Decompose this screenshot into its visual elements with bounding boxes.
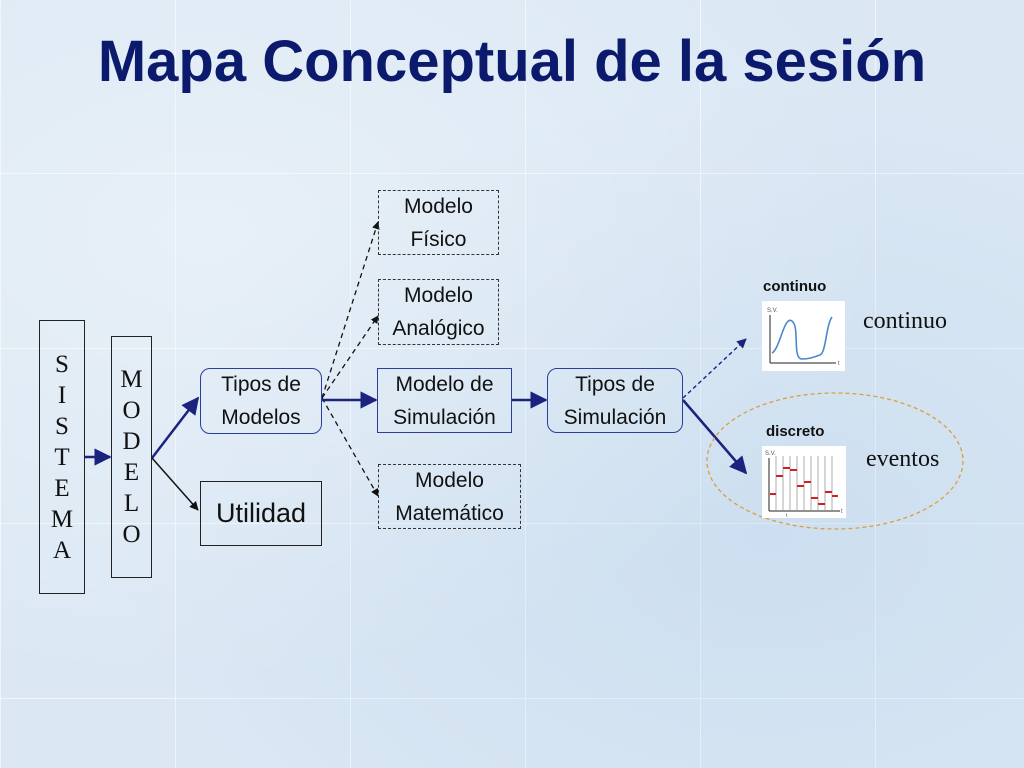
node-label: Tipos de Simulación <box>563 372 667 429</box>
node-label: Modelo de Simulación <box>393 372 496 429</box>
sistema-letter: E <box>54 474 70 502</box>
page-title: Mapa Conceptual de la sesión <box>97 29 927 94</box>
arrow-to-analogico <box>321 315 379 399</box>
continuo-header: continuo <box>763 278 827 295</box>
discreto-axis-x2: t <box>786 513 788 518</box>
arrow-to-continuo <box>682 338 747 399</box>
modelo-letter: O <box>122 521 141 548</box>
sistema-letter: T <box>54 443 70 471</box>
node-modelo-analogico: Modelo Analógico <box>378 279 499 345</box>
node-modelo-fisico: Modelo Físico <box>378 190 499 255</box>
discreto-header: discreto <box>766 423 825 440</box>
sistema-letter: A <box>52 536 72 564</box>
arrow-modelo-utilidad <box>151 457 199 511</box>
continuo-axis-x: t <box>838 361 840 367</box>
continuo-curve <box>771 316 833 360</box>
arrow-to-fisico <box>321 221 380 399</box>
modelo-letter: L <box>123 490 140 517</box>
node-label: Modelo Físico <box>404 194 473 251</box>
node-tipos-de-modelos: Tipos de Modelos <box>200 368 322 434</box>
node-label: Utilidad <box>215 498 307 528</box>
arrow-to-matematico <box>321 397 379 497</box>
sistema-box: S I S T E M A <box>39 320 85 594</box>
node-utilidad: Utilidad <box>200 481 322 546</box>
discreto-graph: S.V. t t <box>762 446 846 519</box>
node-modelo-de-simulacion: Modelo de Simulación <box>377 368 512 433</box>
modelo-letter: O <box>122 397 141 424</box>
continuo-label: continuo <box>863 308 947 334</box>
discreto-axis-x: t <box>841 509 843 515</box>
node-tipos-de-simulacion: Tipos de Simulación <box>547 368 683 433</box>
node-label: Modelo Matemático <box>395 468 504 525</box>
sistema-letter: I <box>57 381 67 409</box>
sistema-letter: S <box>55 350 69 378</box>
continuo-axis-y: S.V. <box>767 308 778 314</box>
modelo-letter: D <box>122 428 141 455</box>
arrow-modelo-tipos <box>151 396 200 459</box>
discreto-axis-y: S.V. <box>765 451 776 457</box>
discreto-steps <box>770 467 838 505</box>
sistema-letter: S <box>55 412 69 440</box>
discreto-highlight-ellipse <box>706 392 964 530</box>
node-label: Tipos de Modelos <box>221 373 301 429</box>
eventos-label: eventos <box>866 446 940 472</box>
node-modelo-matematico: Modelo Matemático <box>378 464 521 529</box>
modelo-letter: M <box>120 366 143 393</box>
sistema-letter: M <box>50 505 74 533</box>
continuo-graph: S.V. t <box>762 301 845 371</box>
arrow-to-discreto <box>682 399 748 475</box>
node-label: Modelo Analógico <box>392 284 485 340</box>
modelo-box: M O D E L O <box>111 336 152 578</box>
modelo-letter: E <box>123 459 140 486</box>
